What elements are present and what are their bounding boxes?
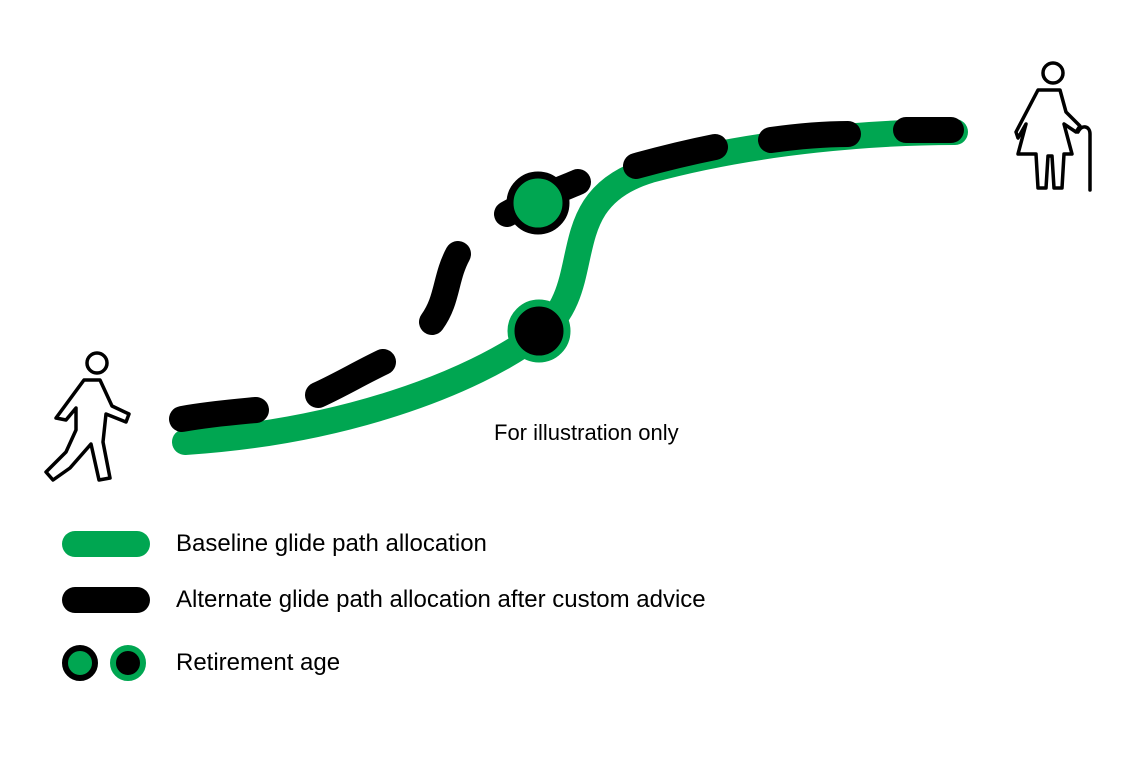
alternate-path-segment	[305, 349, 396, 408]
legend-item-alternate: Alternate glide path allocation after cu…	[62, 580, 706, 620]
legend-swatch-baseline	[62, 531, 150, 557]
elderly-person-with-cane-icon	[1014, 61, 1092, 192]
alternate-path-segment	[419, 241, 471, 335]
legend-label: Baseline glide path allocation	[176, 530, 487, 557]
legend-item-retirement-age: Retirement age	[62, 643, 340, 683]
alternate-path-segment	[169, 397, 269, 432]
legend-swatch-retirement-dots	[62, 645, 150, 681]
legend-swatch-alternate	[62, 587, 150, 613]
retirement-dot-black	[110, 645, 146, 681]
alternate-retirement-age-marker	[506, 171, 570, 235]
retirement-dot-green	[62, 645, 98, 681]
legend-label: Retirement age	[176, 649, 341, 676]
baseline-retirement-age-marker	[507, 299, 571, 363]
walking-person-icon	[44, 351, 131, 482]
alternate-path-segment	[623, 134, 728, 179]
legend-label: Alternate glide path allocation after cu…	[176, 586, 706, 613]
alternate-path-segment	[758, 121, 861, 153]
legend-item-baseline: Baseline glide path allocation	[62, 524, 487, 564]
illustration-caption: For illustration only	[494, 420, 679, 445]
